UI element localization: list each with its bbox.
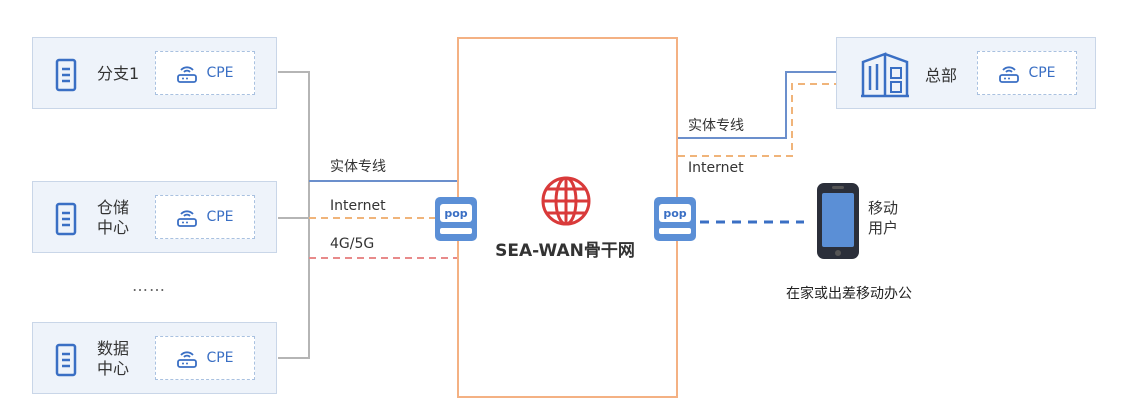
site-label: 仓储 中心 bbox=[97, 198, 130, 237]
label-internet-left: Internet bbox=[330, 198, 386, 214]
cpe-label: CPE bbox=[1028, 65, 1056, 81]
building-icon bbox=[55, 343, 77, 377]
dedicated-line-right bbox=[678, 71, 836, 139]
router-icon bbox=[999, 66, 1020, 83]
label-cellular-left: 4G/5G bbox=[330, 236, 375, 252]
label-dedicated-right: 实体专线 bbox=[688, 118, 744, 134]
label-internet-right: Internet bbox=[688, 160, 744, 176]
backbone-title: SEA-WAN骨干网 bbox=[495, 241, 635, 261]
more-sites-ellipsis: …… bbox=[132, 276, 166, 295]
pop-icon-left: pop bbox=[435, 197, 477, 241]
building-icon bbox=[55, 202, 77, 236]
hq-label: 总部 bbox=[925, 66, 958, 85]
mobile-user-label: 移动 用户 bbox=[868, 199, 899, 237]
pop-icon-right: pop bbox=[654, 197, 696, 241]
site-datacenter: 数据 中心 CPE bbox=[32, 322, 277, 394]
site-trunk-line bbox=[278, 71, 310, 359]
label-dedicated-left: 实体专线 bbox=[330, 159, 386, 175]
pop-label-left: pop bbox=[444, 207, 467, 220]
site-label: 分支1 bbox=[97, 64, 140, 83]
headquarters-building-icon bbox=[861, 52, 909, 98]
router-icon bbox=[177, 210, 198, 227]
site-branch-1: 分支1 CPE bbox=[32, 37, 277, 109]
router-icon bbox=[177, 351, 198, 368]
router-icon bbox=[177, 66, 198, 83]
cpe-label: CPE bbox=[206, 209, 234, 225]
site-warehouse: 仓储 中心 CPE bbox=[32, 181, 277, 253]
cpe-box: CPE bbox=[155, 51, 255, 95]
cpe-box: CPE bbox=[977, 51, 1077, 95]
cpe-label: CPE bbox=[206, 65, 234, 81]
cpe-label: CPE bbox=[206, 350, 234, 366]
smartphone-icon bbox=[817, 183, 859, 259]
site-label: 数据 中心 bbox=[97, 339, 130, 378]
mobile-user-note: 在家或出差移动办公 bbox=[786, 286, 912, 302]
building-icon bbox=[55, 58, 77, 92]
cpe-box: CPE bbox=[155, 336, 255, 380]
site-headquarters: 总部 CPE bbox=[836, 37, 1096, 109]
pop-label-right: pop bbox=[663, 207, 686, 220]
cpe-box: CPE bbox=[155, 195, 255, 239]
internet-line-right bbox=[678, 83, 836, 157]
globe-icon bbox=[541, 176, 591, 226]
